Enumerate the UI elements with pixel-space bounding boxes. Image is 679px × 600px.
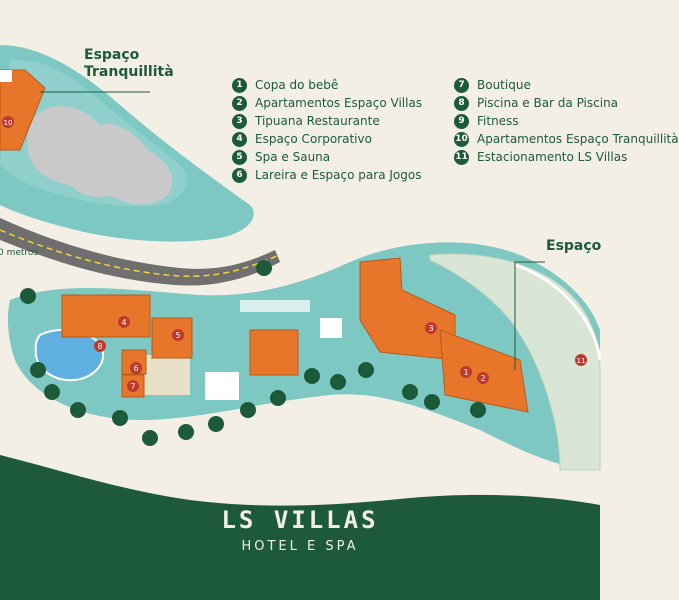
legend-item[interactable]: 2 Apartamentos Espaço Villas [232,94,422,112]
map-marker-5[interactable] [172,329,184,341]
area-title-tranquillita-line2: Tranquillità [84,64,174,80]
main-grounds [7,242,601,470]
building-5 [151,317,193,359]
legend-column-right: 7 Boutique 8 Piscina e Bar da Piscina 9 Fit… [454,76,679,166]
map-marker-2[interactable] [477,372,489,384]
legend-label: Lareira e Espaço para Jogos [255,168,422,182]
area-title-tranquillita: Espaço Tranquillità [84,47,174,81]
legend-label: Apartamentos Espaço Villas [255,96,423,110]
legend-number-badge: 9 [454,113,469,129]
road [0,218,280,286]
legend-item[interactable]: 5 Spa e Sauna [232,148,422,166]
resort-map: 10 4 5 8 6 7 3 1 2 11 [0,45,602,600]
map-marker-7-label: 7 [130,382,135,391]
building-4 [61,294,151,338]
brand-name: LS VILLAS [221,506,379,534]
area-title-tranquillita-line1: Espaço [84,47,140,63]
building-9 [249,329,299,376]
walkway [240,300,310,312]
map-markers: 10 4 5 8 6 7 3 1 2 11 [2,116,587,392]
map-marker-11[interactable] [575,354,587,366]
lake [27,106,173,205]
legend-item[interactable]: 9 Fitness [454,112,600,130]
area-title-villas: Espaço [546,238,602,254]
brand-wave [0,455,600,600]
kiosk [320,318,342,338]
map-marker-2-label: 2 [480,374,485,383]
map-marker-3[interactable] [425,322,437,334]
map-marker-11-label: 11 [577,357,586,365]
brand-tagline: HOTEL E SPA [241,539,359,554]
building-villas [439,329,529,413]
building-tranquillita [0,69,46,151]
parking-path [514,263,602,361]
map-marker-4[interactable] [118,316,130,328]
legend-number-badge: 2 [232,95,247,111]
solarium [205,372,239,400]
trees [20,260,486,446]
legend-label: Fitness [477,114,519,128]
parking-area [429,253,601,471]
legend-item[interactable]: 4 Espaço Corporativo [232,130,422,148]
map-marker-1-label: 1 [463,368,468,377]
plaza [142,355,190,395]
legend-label: Boutique [477,78,531,92]
legend-number-badge: 7 [454,77,469,93]
legend-number-badge: 11 [454,149,469,165]
map-marker-6-label: 6 [133,364,138,373]
map-marker-8[interactable] [94,340,106,352]
legend-label: Espaço Corporativo [255,132,372,146]
legend-label: Tipuana Restaurante [255,114,380,128]
legend-item[interactable]: 8 Piscina e Bar da Piscina [454,94,618,112]
legend-label: Estacionamento LS Villas [477,150,628,164]
legend-label: Piscina e Bar da Piscina [477,96,619,110]
legend-number-badge: 1 [232,77,247,93]
map-marker-3-label: 3 [428,324,433,333]
legend-number-badge: 10 [454,131,469,147]
legend-number-badge: 4 [232,131,247,147]
map-marker-4-label: 4 [121,318,126,327]
legend-label: Spa e Sauna [255,150,331,164]
map-marker-10[interactable] [2,116,14,128]
building-annex [0,70,12,82]
legend-number-badge: 8 [454,95,469,111]
map-marker-1[interactable] [460,366,472,378]
map-marker-10-label: 10 [4,119,13,127]
legend-item[interactable]: 1 Copa do bebê [232,76,422,94]
legend-item[interactable]: 11 Estacionamento LS Villas [454,148,627,166]
legend-number-badge: 3 [232,113,247,129]
legend-column-left: 1 Copa do bebê 2 Apartamentos Espaço Villa… [232,76,422,184]
map-marker-5-label: 5 [175,331,180,340]
legend-item[interactable]: 6 Lareira e Espaço para Jogos [232,166,422,184]
scale-label: 0 metros [0,248,39,258]
legend-number-badge: 6 [232,167,247,183]
legend-number-badge: 5 [232,149,247,165]
legend-label: Apartamentos Espaço Tranquillità [477,132,679,146]
legend-item[interactable]: 10 Apartamentos Espaço Tranquillità [454,130,679,148]
map-marker-8-label: 8 [97,342,102,351]
legend-label: Copa do bebê [255,78,339,92]
map-marker-7[interactable] [127,380,139,392]
legend-item[interactable]: 3 Tipuana Restaurante [232,112,422,130]
road-center-line [0,229,278,278]
villas-leader [514,261,545,370]
legend-item[interactable]: 7 Boutique [454,76,600,94]
map-marker-6[interactable] [130,362,142,374]
